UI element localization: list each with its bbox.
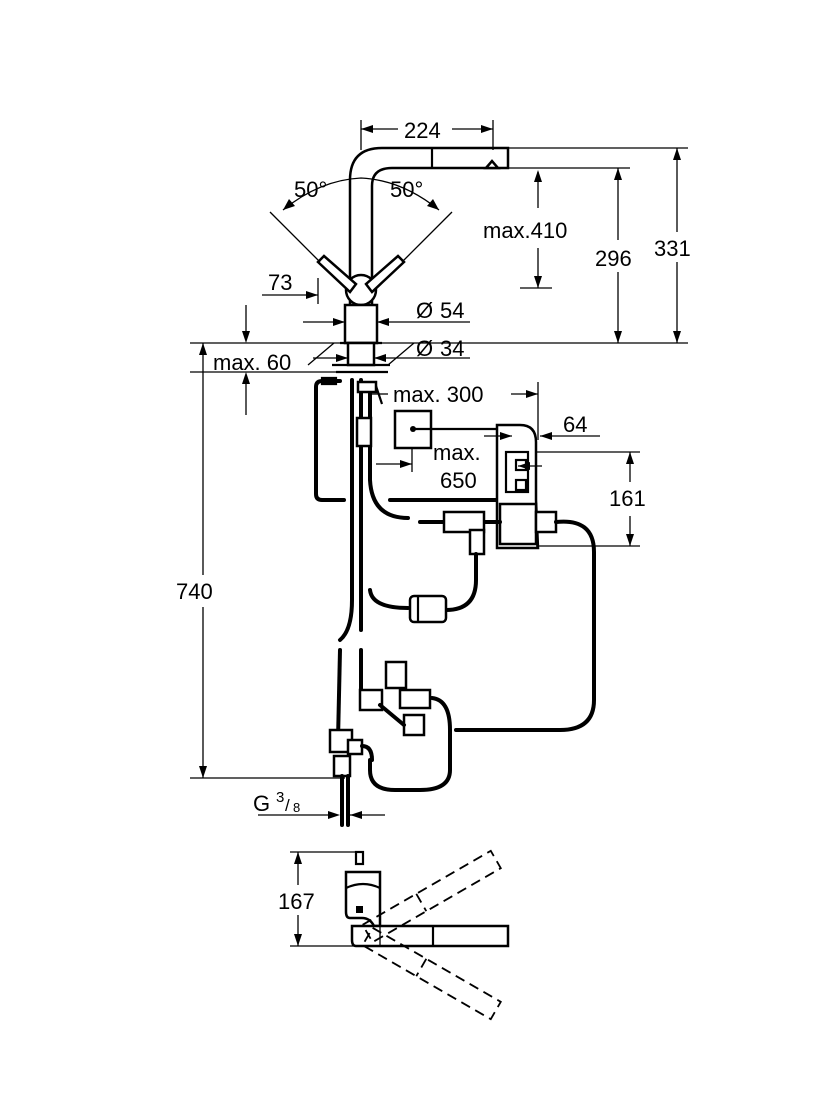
top-view-dimensions: 167 xyxy=(278,851,362,947)
dim-lever-offset: 73 xyxy=(268,270,292,295)
dim-max-cable-label: max. xyxy=(433,440,481,465)
dim-total-height: 331 xyxy=(654,236,691,261)
dim-spout-height: 296 xyxy=(595,246,632,271)
dim-spout-reach: 224 xyxy=(404,118,441,143)
dim-hose-length: 740 xyxy=(176,579,213,604)
dim-thread-slash: / xyxy=(285,796,290,815)
dim-diameter-body: 54 xyxy=(440,298,464,323)
dim-pullout-length: max.410 xyxy=(483,218,567,243)
dim-thread-num: 3 xyxy=(276,789,284,806)
under-sink-assembly xyxy=(314,376,640,827)
dim-thread-den: 8 xyxy=(293,800,300,815)
dim-thread-letter: G xyxy=(253,791,270,816)
dim-diameter-mount: 34 xyxy=(440,336,464,361)
faucet-base xyxy=(332,303,390,374)
dim-diameter-body-symbol: Ø xyxy=(416,298,433,323)
faucet-handle xyxy=(316,254,406,307)
dim-box-height: 161 xyxy=(609,486,646,511)
faucet-top-view xyxy=(344,849,510,1021)
dim-max-deck-thickness: max. 60 xyxy=(213,350,291,375)
dim-max-box-distance: max. 300 xyxy=(393,382,484,407)
dim-box-offset: 64 xyxy=(563,412,587,437)
upper-dimensions: 224 50° 50° max.410 296 331 xyxy=(190,118,691,415)
dim-max-cable-value: 650 xyxy=(440,468,477,493)
lower-dimensions: max. 300 64 max. 650 161 740 xyxy=(176,343,646,819)
dim-lever-height: 167 xyxy=(278,889,315,914)
dim-diameter-mount-symbol: Ø xyxy=(416,336,433,361)
